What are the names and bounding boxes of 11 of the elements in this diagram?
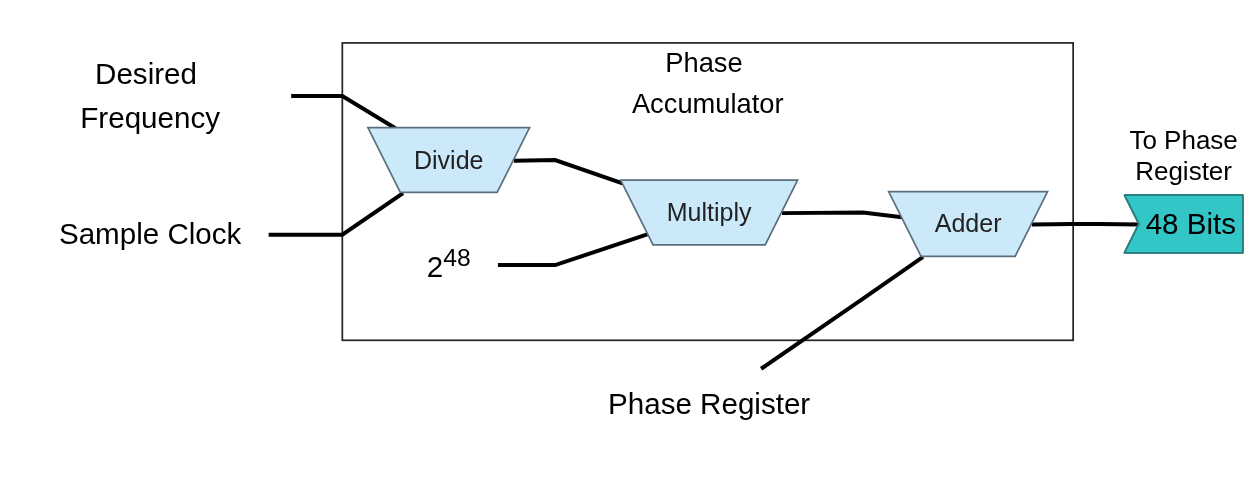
node-text: 2$^{48}$ [426,243,471,284]
connector [268,191,405,237]
node-text: Phase Register [608,386,811,421]
node-text: Sample Clock [58,216,242,251]
connector [781,210,903,219]
connector [497,232,649,267]
connector [1031,221,1140,227]
connector [513,157,624,186]
connector [760,255,925,371]
node-text: Desired Frequency [80,56,220,135]
caption-text: To Phase Register [1128,124,1239,187]
